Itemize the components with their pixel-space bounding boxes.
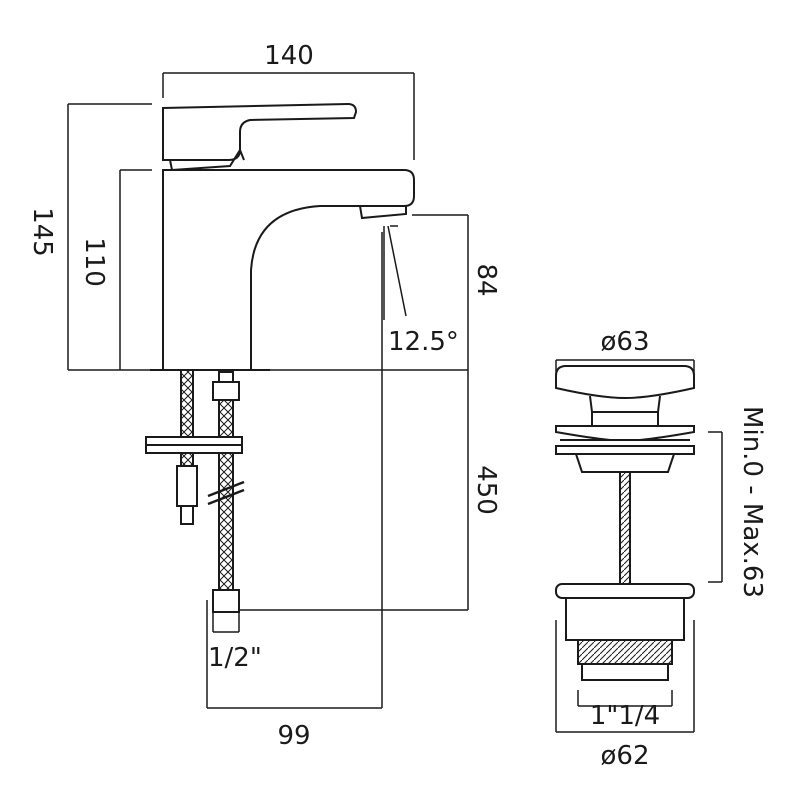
waste-spindle (619, 471, 631, 585)
dim-spout-clearance: 84 (471, 263, 501, 296)
dim-tap-body-height: 110 (79, 237, 109, 287)
left-hose-nut (176, 465, 198, 507)
waste-dimension-lines (555, 359, 723, 733)
waste-flange (555, 425, 695, 441)
left-hose-tail (180, 505, 194, 525)
dim-waste-thread: 1"1/4 (590, 701, 660, 731)
right-hose-nut-bottom (212, 589, 240, 613)
waste-tail (581, 663, 669, 681)
waste-nut (565, 597, 685, 641)
dim-waste-cap-diameter: ø63 (601, 327, 650, 357)
tap-drawing (150, 102, 415, 371)
right-hose-nut-top (212, 381, 240, 401)
tap-lever (162, 102, 358, 161)
tap-aerator (359, 205, 407, 220)
waste-drawing (555, 365, 695, 681)
dim-hose-length: 450 (471, 465, 501, 515)
tap-body (162, 169, 415, 371)
tap-hoses (145, 369, 245, 613)
dim-waste-range: Min.0 - Max.63 (737, 406, 767, 598)
break-line-a (207, 480, 245, 498)
tap-lever-joint (169, 149, 241, 172)
tap-dimension-lines (67, 72, 469, 709)
dim-tap-width: 140 (264, 41, 314, 71)
dim-waste-base-diameter: ø62 (601, 741, 650, 771)
dim-connection-size: 1/2" (208, 643, 262, 673)
waste-cap (555, 365, 695, 400)
dim-spout-angle: 12.5° (388, 327, 459, 357)
waste-nut-top (555, 583, 695, 599)
tap-lever-edge (239, 149, 245, 161)
dim-spout-reach: 99 (277, 721, 310, 751)
waste-upper-body (575, 453, 675, 473)
waste-washer (555, 445, 695, 455)
waste-thread (577, 639, 673, 665)
spout-angle-line-b (387, 225, 407, 317)
right-hose-neck (218, 371, 234, 383)
dim-tap-total-height: 145 (27, 207, 57, 257)
waste-cap-ring (591, 411, 659, 427)
break-line-b (207, 488, 245, 506)
